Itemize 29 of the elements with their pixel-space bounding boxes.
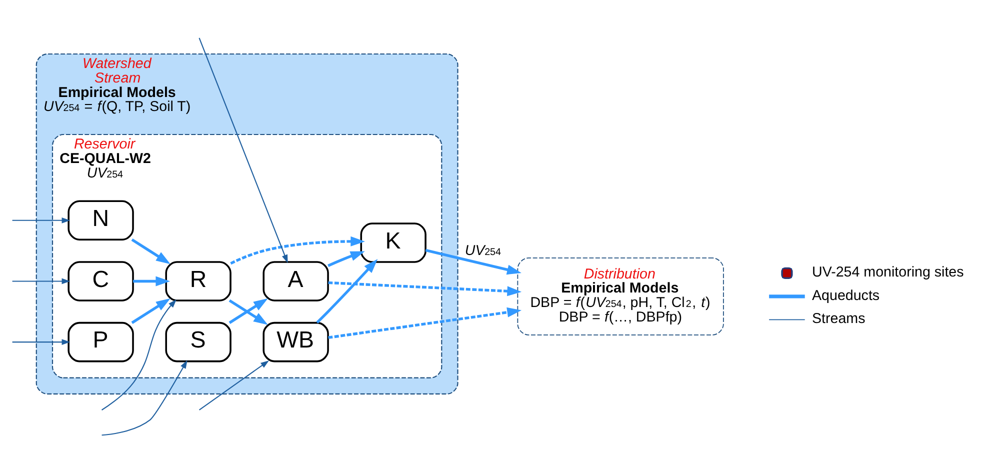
node-box: P: [68, 322, 134, 362]
node-box: K: [360, 222, 426, 263]
arrow: [131, 238, 170, 264]
arrow: [230, 236, 366, 265]
node-box: Distribution Empirical Models DBP = f(UV254, pH, T, Cl2, t) DBP = f(…, DBPfp): [517, 258, 724, 336]
arrow: [328, 307, 522, 339]
arrow: [12, 339, 70, 346]
node-box: R: [165, 261, 232, 302]
legend-label: Streams: [812, 311, 866, 328]
arrow: [316, 259, 378, 324]
arrow: [102, 360, 188, 436]
node-box: S: [165, 322, 232, 362]
arrow: [425, 248, 522, 275]
node-box: WB: [262, 322, 329, 362]
node-box: A: [262, 261, 329, 302]
arrow: [133, 276, 170, 286]
arrow: [12, 217, 70, 224]
arrow: [328, 281, 522, 296]
arrow: [328, 251, 365, 267]
legend-label: Aqueducts: [812, 288, 880, 304]
node-box: N: [68, 200, 134, 241]
legend-label: UV-254 monitoring sites: [812, 264, 964, 281]
arrow: [198, 360, 270, 410]
arrow: [131, 298, 170, 324]
edge-label: UV254: [464, 243, 501, 260]
arrow: [101, 299, 177, 410]
arrow: [12, 278, 70, 284]
arrow: [198, 38, 288, 264]
node-box: C: [68, 261, 134, 302]
